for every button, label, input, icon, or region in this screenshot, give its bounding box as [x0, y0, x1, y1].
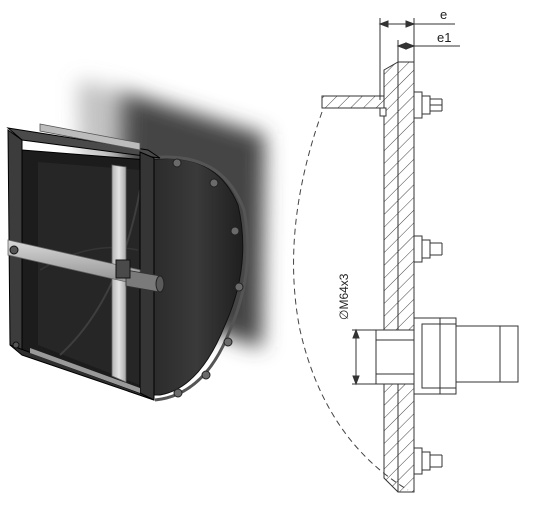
bolt-bottom: [413, 447, 443, 475]
flange-bolts: [172, 158, 244, 398]
main-hatched-plate: [383, 61, 415, 493]
top-stub-plate: [321, 95, 385, 109]
corner-knob-icon: [12, 341, 20, 349]
dim-label-e1: e1: [437, 30, 451, 45]
frame-top-rail: [39, 123, 141, 151]
render-3d: [6, 80, 265, 402]
valve-shaft-end: [155, 275, 165, 293]
dim-label-thread: ∅M64x3: [337, 273, 351, 320]
technical-drawing: [293, 18, 519, 493]
bolt-icon: [201, 370, 211, 380]
disc-outline-dashed: [293, 111, 409, 491]
frame-bottom-rail: [30, 348, 140, 393]
bolt-icon: [209, 178, 219, 188]
dim-label-e: e: [440, 7, 447, 22]
valve-body: [375, 317, 519, 395]
inner-arc: [59, 189, 141, 356]
corner-knob-icon: [9, 245, 19, 255]
bolt-middle: [413, 235, 443, 263]
bolt-icon: [223, 337, 233, 347]
left-bolt-head: [379, 107, 387, 117]
bolt-icon: [234, 282, 244, 292]
bolt-icon: [230, 226, 240, 236]
bolt-top: [413, 91, 443, 119]
bolt-icon: [173, 388, 183, 398]
flange-rim: [149, 155, 250, 402]
bolt-icon: [172, 158, 182, 168]
round-flange-plate: [149, 158, 244, 396]
shaft-nut: [115, 259, 131, 279]
